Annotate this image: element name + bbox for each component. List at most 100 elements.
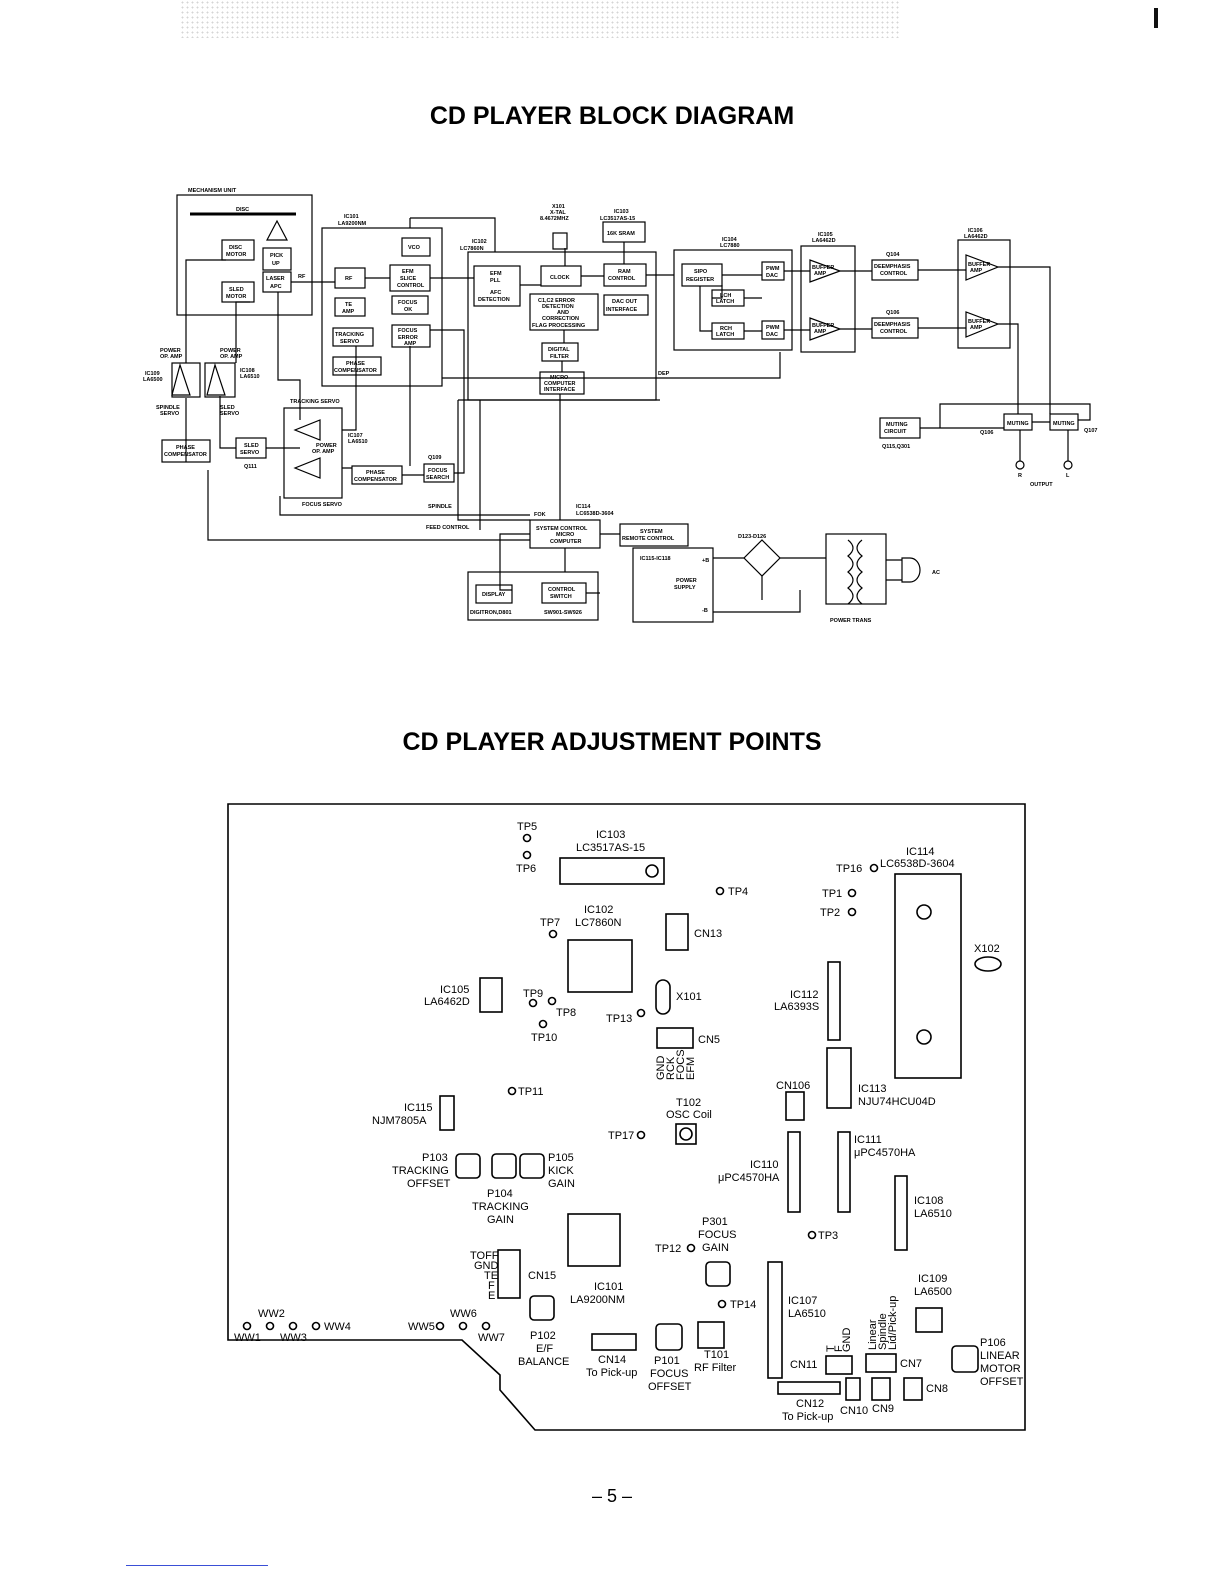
buffer-amp-3 bbox=[965, 254, 1000, 281]
pcb-label-20: X101 bbox=[676, 991, 702, 1003]
buffer-4-l1: BUFFER bbox=[968, 319, 990, 325]
pcb-label-101: To Pick-up bbox=[782, 1411, 833, 1423]
ic114-hole-top bbox=[916, 904, 932, 920]
cn14-connector bbox=[591, 1333, 637, 1351]
ic114-hole-bottom bbox=[916, 1029, 932, 1045]
tp13-point bbox=[636, 1008, 646, 1018]
q115-label: Q115,Q301 bbox=[882, 444, 910, 450]
remote-l1: SYSTEM bbox=[640, 529, 663, 535]
phase-comp2-l1: PHASE bbox=[176, 445, 195, 451]
pcb-label-28: EFM bbox=[685, 1057, 697, 1080]
display-group-box bbox=[467, 571, 599, 621]
pcb-label-49: TRACKING bbox=[472, 1201, 529, 1213]
dac-out-box bbox=[603, 294, 649, 316]
focus-servo-lbl: FOCUS SERVO bbox=[302, 502, 343, 508]
ic107-box bbox=[283, 407, 343, 499]
pcb-label-92: Spindle bbox=[877, 1313, 889, 1350]
ic107-l1: IC107 bbox=[348, 433, 363, 439]
ww7-point bbox=[481, 1321, 491, 1331]
power-trans-label: POWER TRANS bbox=[830, 618, 872, 624]
digital-filter-l2: FILTER bbox=[550, 354, 569, 360]
pcb-label-78: P102 bbox=[530, 1330, 556, 1342]
output-label: OUTPUT bbox=[1030, 482, 1053, 488]
digital-filter-box bbox=[541, 342, 579, 362]
sipo-l2: REGISTER bbox=[686, 277, 714, 283]
ic105-chip bbox=[479, 977, 503, 1013]
latch-wires bbox=[699, 285, 762, 332]
pcb-label-56: TP3 bbox=[818, 1230, 838, 1242]
x102-crystal bbox=[974, 956, 1002, 972]
pwm-dac-r-l1: PWM bbox=[766, 325, 780, 331]
disc-label: DISC bbox=[236, 207, 249, 213]
output-jack-l bbox=[1063, 460, 1073, 470]
q104-label: Q104 bbox=[886, 252, 900, 258]
pcb-label-36: OSC Coil bbox=[666, 1109, 712, 1121]
power-opamp-1-l1: POWER bbox=[160, 348, 181, 354]
ic101-l1: IC101 bbox=[344, 214, 359, 220]
pcb-label-54: FOCUS bbox=[698, 1229, 737, 1241]
buffer-3-l1: BUFFER bbox=[968, 262, 990, 268]
pcb-label-61: F bbox=[488, 1280, 495, 1292]
te-amp-l2: AMP bbox=[342, 309, 355, 315]
focus-wires bbox=[342, 329, 465, 476]
tp8-point bbox=[547, 996, 557, 1006]
buffer-1-l2: AMP bbox=[814, 271, 827, 277]
rch-l1: RCH bbox=[720, 326, 732, 332]
disc-motor-l1: DISC bbox=[229, 245, 242, 251]
pcb-label-99: OFFSET bbox=[980, 1376, 1024, 1388]
tp11-point bbox=[507, 1086, 517, 1096]
power-opamp3-l2: OP. AMP bbox=[312, 449, 335, 455]
ac-label: AC bbox=[932, 570, 940, 576]
cn9-connector bbox=[871, 1377, 891, 1401]
pcb-label-3: LC3517AS-15 bbox=[576, 842, 645, 854]
tp5-point bbox=[522, 833, 532, 843]
buffer-3-l2: AMP bbox=[970, 268, 983, 274]
ic104-l2: LC7880 bbox=[720, 243, 740, 249]
loop-wires bbox=[277, 292, 530, 516]
pcb-label-62: E bbox=[488, 1290, 495, 1302]
vco-box bbox=[401, 237, 431, 257]
vco-label: VCO bbox=[408, 245, 421, 251]
tp14-point bbox=[717, 1299, 727, 1309]
pcb-label-4: TP4 bbox=[728, 886, 748, 898]
power-opamp-1 bbox=[171, 362, 191, 396]
pcb-label-41: TRACKING bbox=[392, 1165, 449, 1177]
spindle-servo-l1: SPINDLE bbox=[156, 405, 180, 411]
pcb-label-0: TP5 bbox=[517, 821, 537, 833]
pcb-label-21: IC112 bbox=[790, 989, 819, 1001]
pcb-label-73: WW1 bbox=[234, 1332, 261, 1344]
ic113-chip bbox=[826, 1047, 852, 1109]
scan-speckle bbox=[180, 0, 900, 38]
pcb-label-12: LC7860N bbox=[575, 917, 622, 929]
buffer-amp-4 bbox=[965, 311, 1000, 338]
pcb-label-100: CN12 bbox=[796, 1398, 824, 1410]
pcb-label-27: FOCS bbox=[675, 1049, 687, 1080]
focus-error-l2: ERROR bbox=[398, 335, 418, 341]
tracking-servo-box bbox=[332, 327, 374, 347]
remote-l2: REMOTE CONTROL bbox=[622, 536, 675, 542]
ic101-chip bbox=[567, 1213, 621, 1267]
ww6-point bbox=[458, 1321, 468, 1331]
p106-pot bbox=[951, 1345, 979, 1373]
ic115-chip bbox=[439, 1095, 455, 1131]
ic103-l2: LC3517AS-15 bbox=[600, 216, 635, 222]
output-r-label: R bbox=[1018, 473, 1022, 479]
system-control-l1: SYSTEM CONTROL bbox=[536, 526, 588, 532]
pcb-label-93: Lid/Pick-up bbox=[887, 1296, 899, 1350]
q107-label: Q107 bbox=[1084, 428, 1097, 434]
deemph-2-l2: CONTROL bbox=[880, 329, 908, 335]
tp1-point bbox=[847, 888, 857, 898]
block-diagram: MECHANISM UNIT DISC DISC MOTOR SLED MOTO… bbox=[143, 188, 1097, 624]
pcb-label-59: GND bbox=[474, 1260, 499, 1272]
pcb-label-44: KICK bbox=[548, 1165, 574, 1177]
page-number: – 5 – bbox=[591, 1486, 633, 1506]
lch-l2: LATCH bbox=[716, 299, 734, 305]
cn12-connector bbox=[777, 1381, 841, 1395]
c1c2-l4: CORRECTION bbox=[542, 316, 579, 322]
pcb-label-19: TP13 bbox=[606, 1013, 632, 1025]
ic105-box bbox=[800, 245, 856, 353]
tp12-point bbox=[686, 1243, 696, 1253]
pcb-label-55: GAIN bbox=[702, 1242, 729, 1254]
deemph-2-l1: DEEMPHASIS bbox=[874, 322, 911, 328]
p103-pot bbox=[455, 1153, 481, 1179]
